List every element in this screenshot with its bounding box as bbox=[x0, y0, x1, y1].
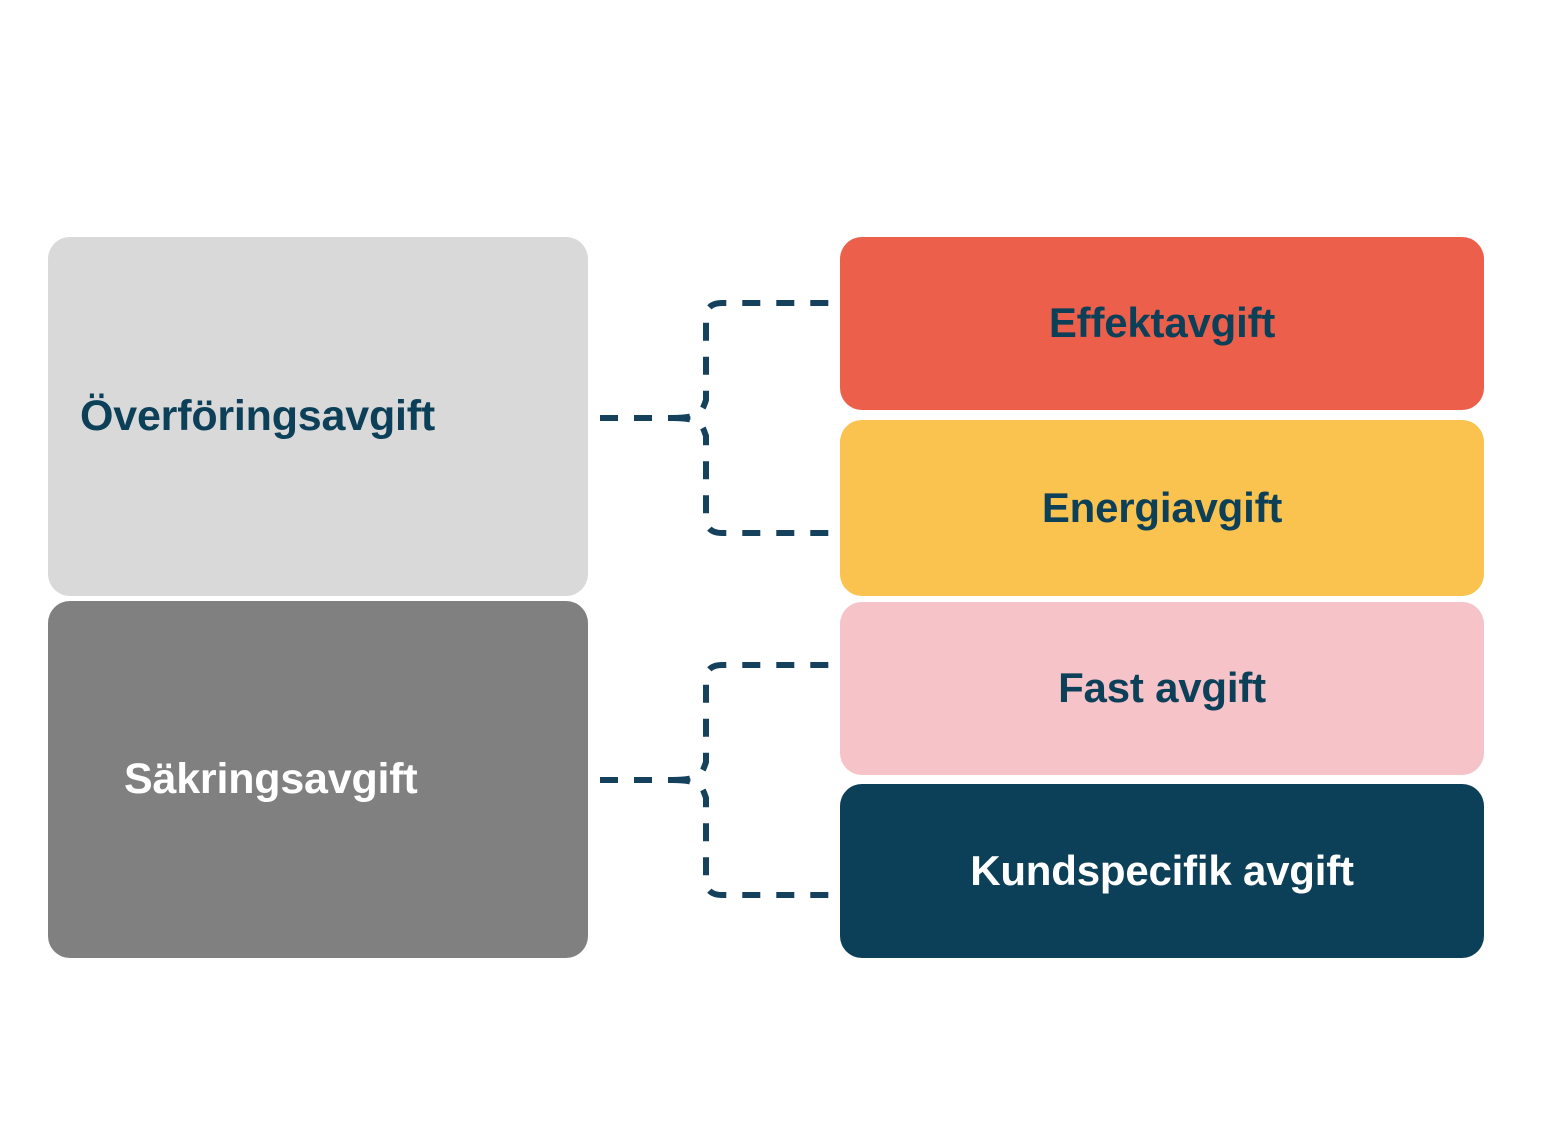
connector-sakringsavgift-to-kundspecifik-avgift bbox=[671, 777, 838, 898]
node-label-effektavgift: Effektavgift bbox=[1048, 299, 1276, 347]
connector-group-sakringsavgift bbox=[600, 662, 838, 898]
node-label-fast-avgift: Fast avgift bbox=[1058, 664, 1266, 712]
node-label-overforingsavgift: Överföringsavgift bbox=[80, 391, 436, 440]
connector-overforingsavgift-to-effektavgift bbox=[671, 300, 838, 421]
connector-group-overforingsavgift bbox=[600, 300, 838, 536]
connector-sakringsavgift-to-fast-avgift bbox=[671, 662, 838, 783]
node-label-sakringsavgift: Säkringsavgift bbox=[124, 754, 418, 803]
node-label-kundspecifik-avgift: Kundspecifik avgift bbox=[970, 846, 1354, 894]
connector-overforingsavgift-to-energiavgift bbox=[671, 415, 838, 536]
node-overforingsavgift[interactable]: Överföringsavgift bbox=[48, 237, 588, 596]
node-fast-avgift[interactable]: Fast avgift bbox=[840, 602, 1484, 775]
node-sakringsavgift[interactable]: Säkringsavgift bbox=[48, 601, 588, 958]
node-energiavgift[interactable]: Energiavgift bbox=[840, 420, 1484, 596]
node-kundspecifik-avgift[interactable]: Kundspecifik avgift bbox=[840, 784, 1484, 958]
node-effektavgift[interactable]: Effektavgift bbox=[840, 237, 1484, 410]
node-label-energiavgift: Energiavgift bbox=[1041, 483, 1283, 531]
